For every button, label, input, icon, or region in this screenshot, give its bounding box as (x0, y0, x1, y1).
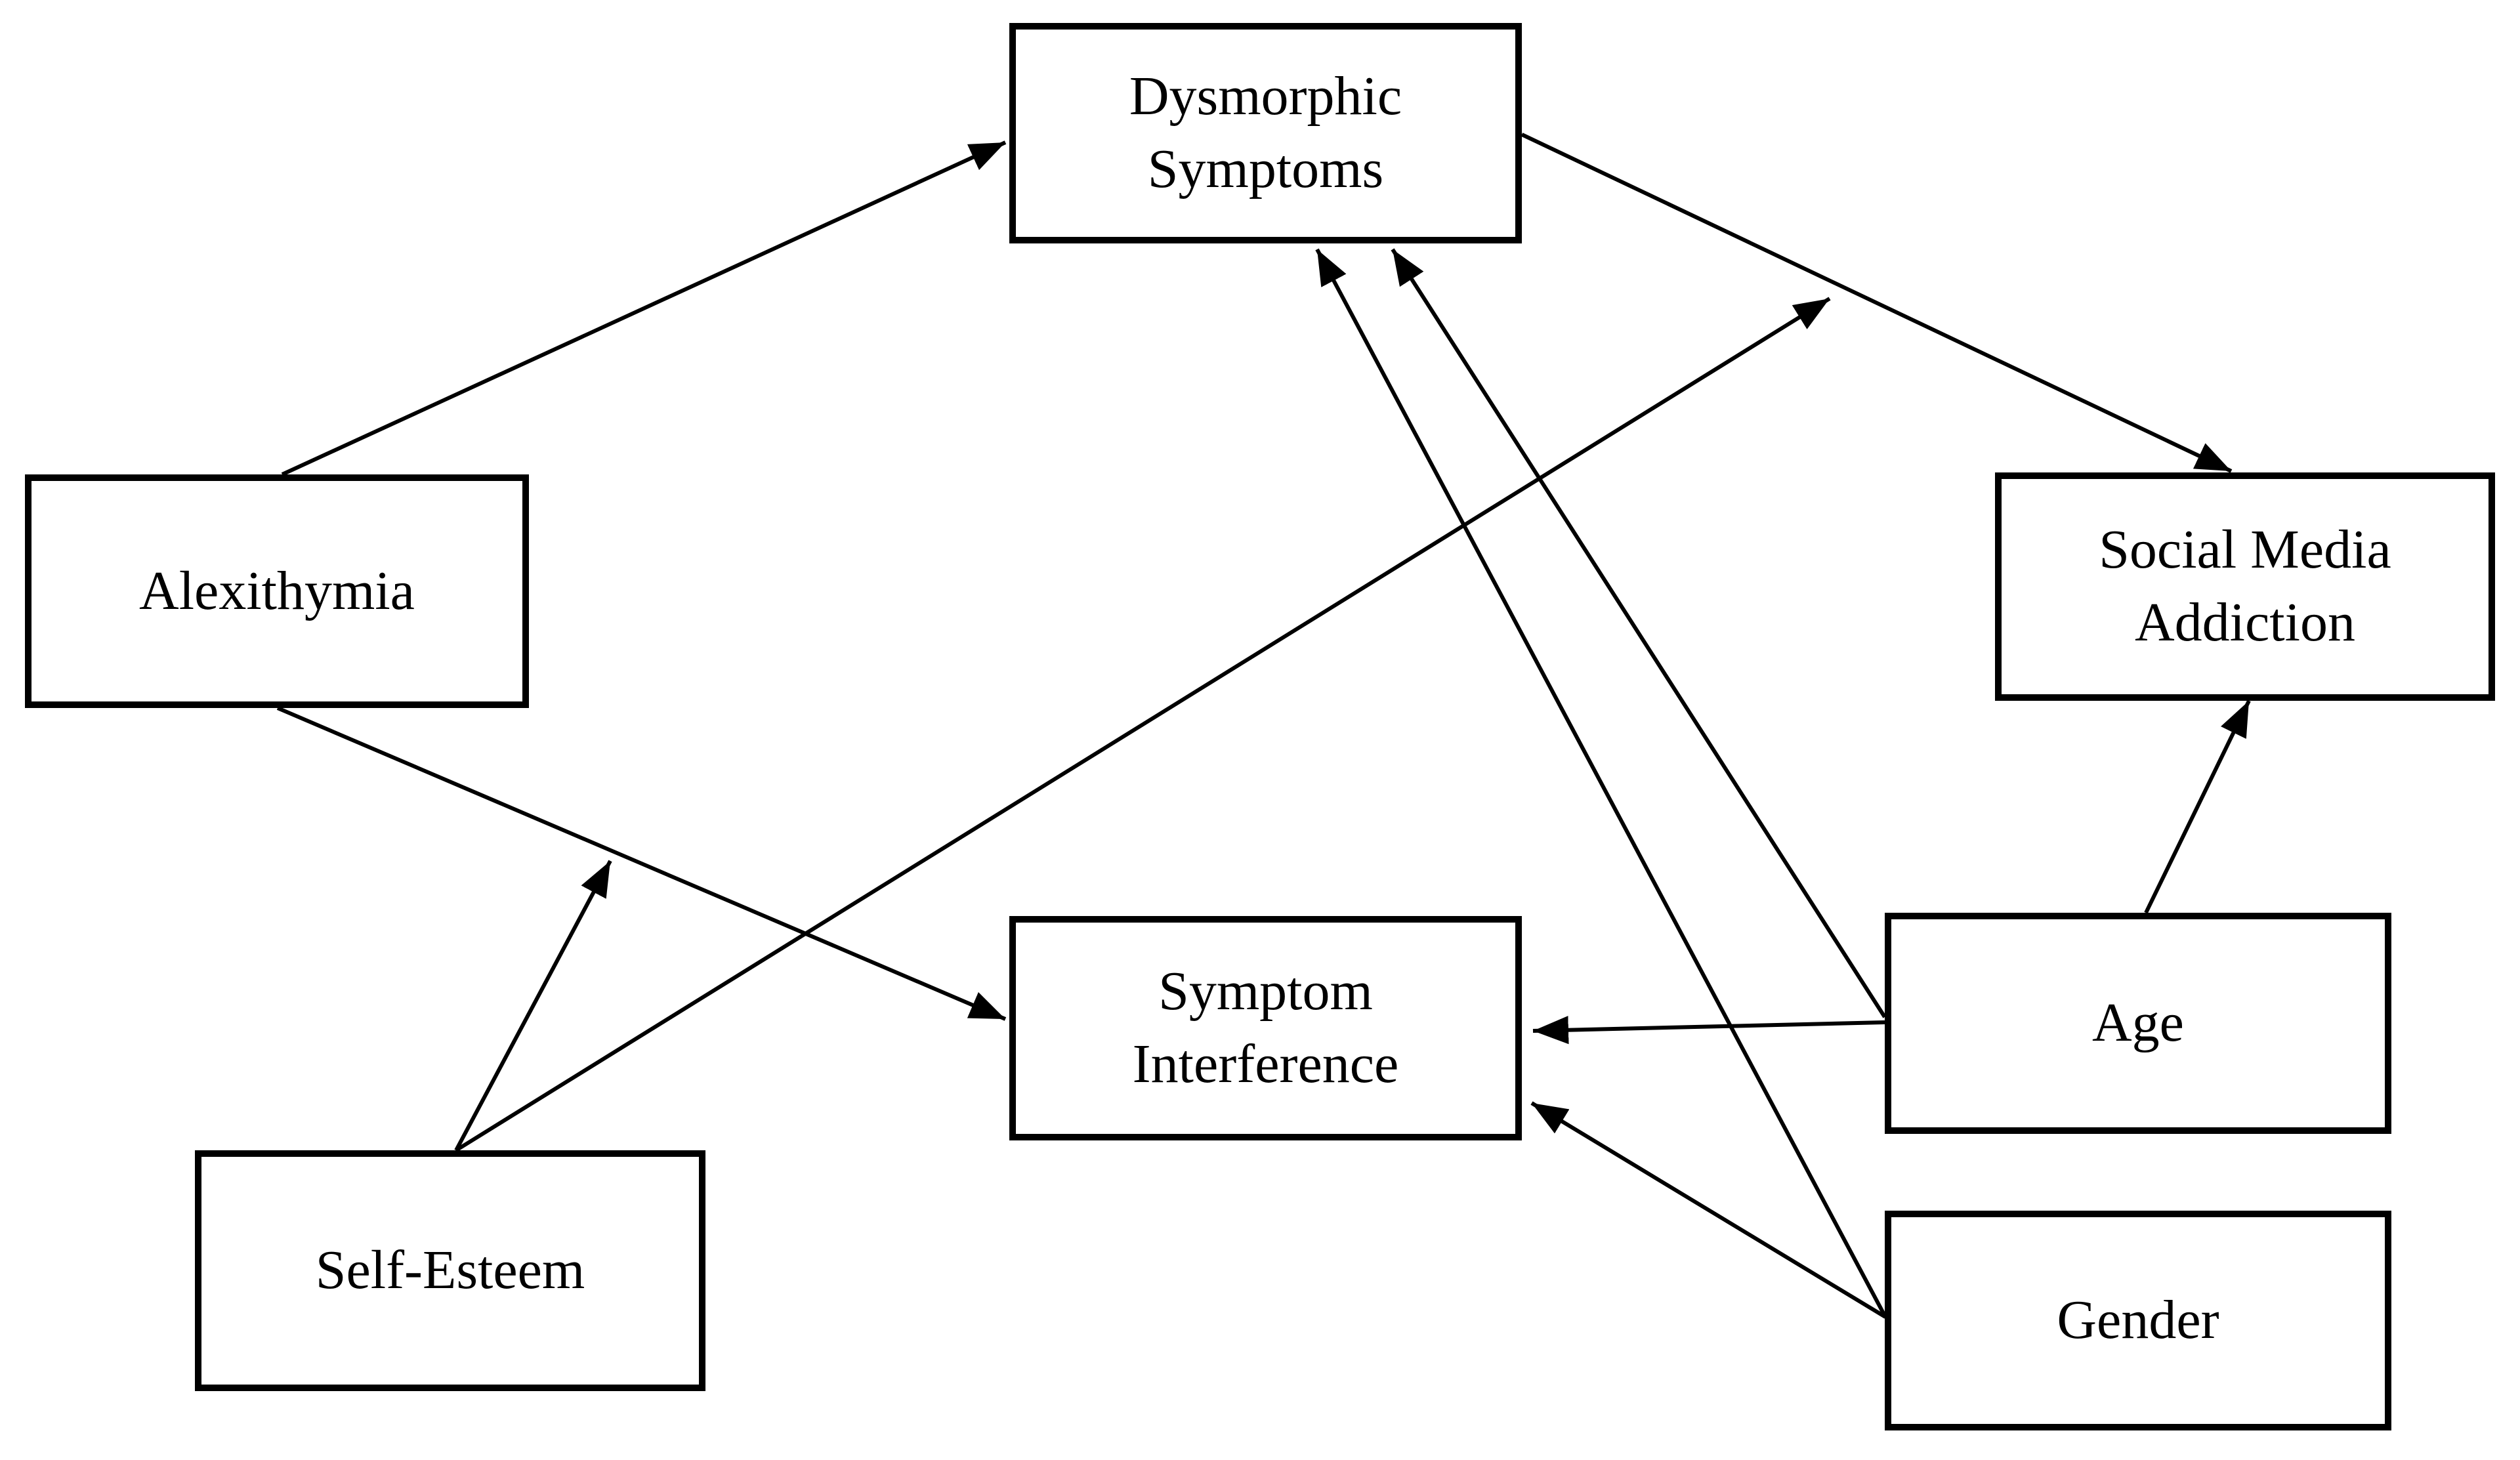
edge-age-to-symptom-interference (1532, 1016, 1885, 1045)
edge-dysmorphic-to-social-media (1521, 133, 2233, 473)
node-alexithymia: Alexithymia (25, 474, 529, 708)
node-self-esteem: Self-Esteem (195, 1150, 705, 1391)
edge-gender-to-dysmorphic (1315, 248, 1887, 1318)
edge-age-to-social-media (2144, 699, 2251, 914)
node-gender: Gender (1885, 1211, 2391, 1430)
edge-age-to-dysmorphic (1391, 248, 1887, 1018)
node-label: Symptom Interference (1132, 961, 1399, 1095)
node-label: Alexithymia (139, 560, 415, 621)
edge-self-esteem-moderation-lower (454, 860, 612, 1152)
edge-alexithymia-to-symptom-interference (276, 706, 1007, 1021)
node-social-media-addiction: Social Media Addiction (1995, 472, 2495, 701)
edge-gender-to-symptom-interference (1530, 1101, 1887, 1319)
node-dysmorphic-symptoms: Dysmorphic Symptoms (1009, 23, 1522, 243)
node-symptom-interference: Symptom Interference (1009, 916, 1522, 1140)
node-label: Age (2092, 992, 2184, 1054)
node-label: Dysmorphic Symptoms (1129, 66, 1402, 199)
node-age: Age (1885, 913, 2391, 1134)
edge-self-esteem-moderation-upper (455, 297, 1831, 1152)
node-label: Self-Esteem (315, 1240, 585, 1301)
edge-alexithymia-to-dysmorphic (281, 140, 1007, 476)
node-label: Gender (2057, 1289, 2219, 1351)
node-label: Social Media Addiction (2099, 519, 2391, 653)
